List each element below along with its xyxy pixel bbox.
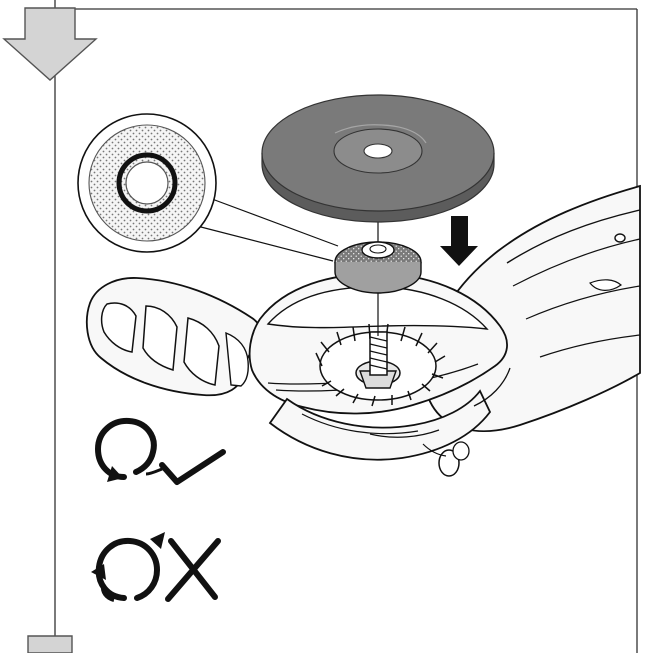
clamping-flange (334, 241, 422, 294)
flow-down-arrow-icon (27, 635, 73, 653)
grinding-disc (261, 94, 495, 223)
push-down-arrow-icon (440, 216, 478, 266)
spindle-assembly (315, 218, 446, 407)
magnified-o-ring (116, 152, 178, 214)
wrong-rotation-cross-icon (91, 532, 221, 602)
magnifier-detail (77, 113, 339, 262)
correct-rotation-check-icon (94, 417, 226, 485)
disc-center-hole (363, 143, 393, 159)
flow-down-arrow-icon (2, 7, 98, 81)
flange-side (334, 262, 422, 294)
